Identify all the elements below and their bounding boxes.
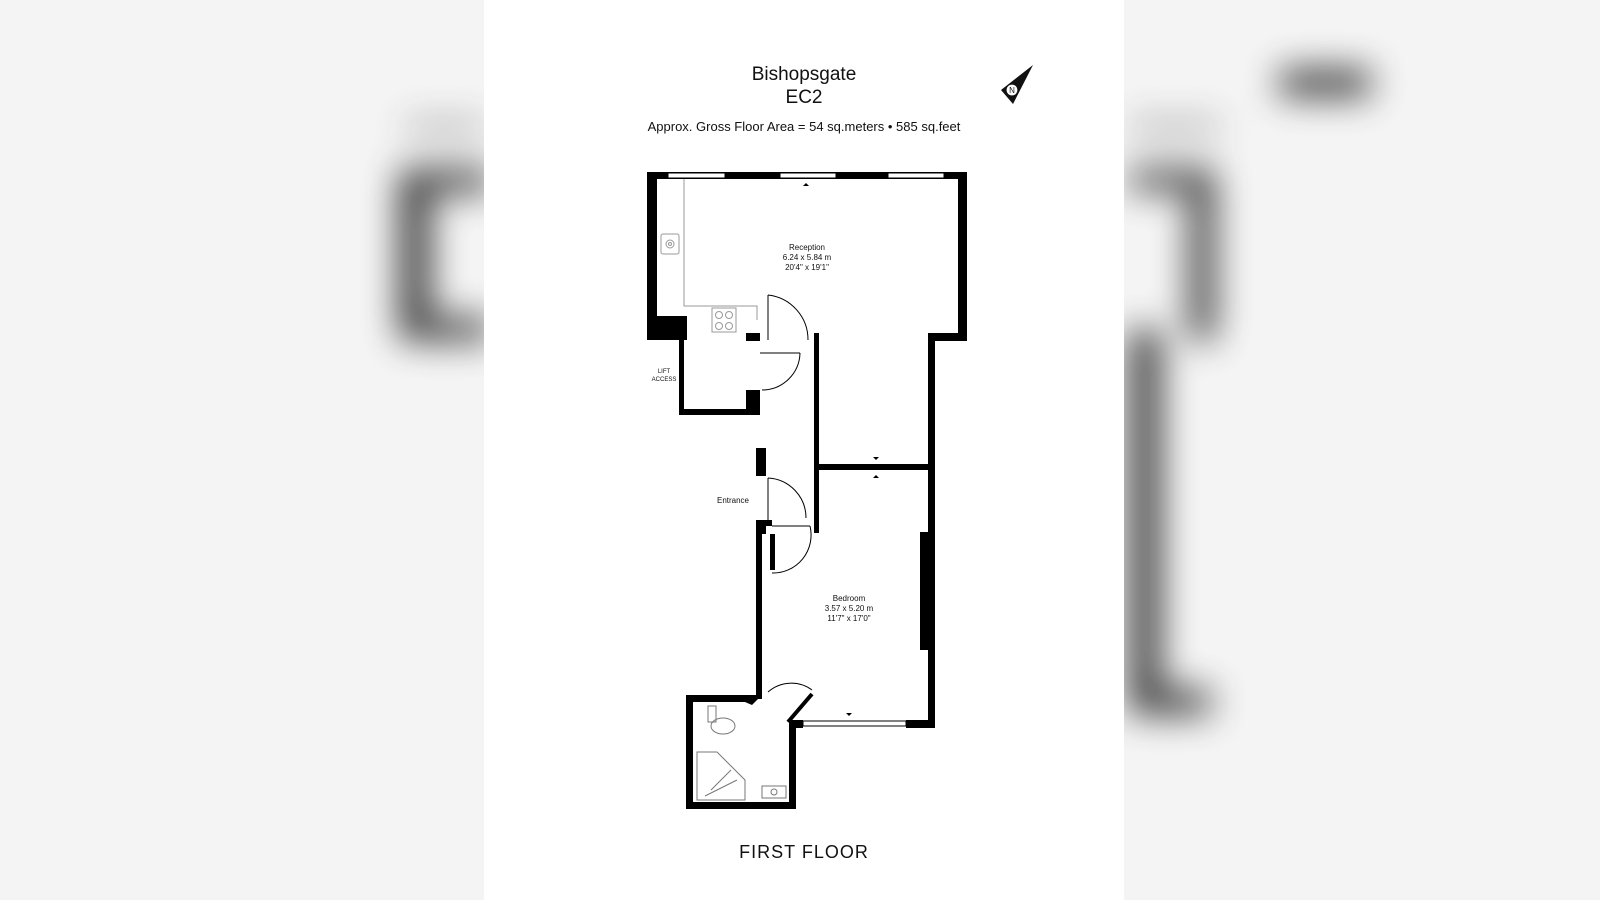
bedroom-name: Bedroom [833,594,866,603]
floorplan-sheet: Bishopsgate EC2 Approx. Gross Floor Area… [484,0,1124,900]
reception-name: Reception [789,243,825,252]
postcode: EC2 [785,87,823,108]
bedroom-metric: 3.57 x 5.20 m [825,604,874,613]
entrance-name: Entrance [717,496,750,505]
lift-label-line2: ACCESS [652,377,677,383]
building-name: Bishopsgate [751,64,857,85]
door-swings [760,294,813,693]
floor-label: FIRST FLOOR [739,842,869,862]
north-arrow-icon: N [1001,65,1033,104]
reception-imperial: 20'4" x 19'1" [785,263,829,272]
north-letter: N [1009,86,1015,95]
area-prefix: Approx. Gross Floor Area [647,119,795,134]
gross-floor-area: Approx. Gross Floor Area = 54 sq.meters … [484,119,1124,134]
area-sqft: • 585 sq.feet [887,119,961,134]
reception-metric: 6.24 x 5.84 m [783,253,832,262]
kitchen-counter [660,179,758,333]
lift-label-line1: LIFT [658,369,671,375]
bathroom-fittings [696,705,787,801]
markers [803,183,879,716]
windows [667,172,945,727]
bedroom-imperial: 11'7" x 17'0" [827,614,870,623]
area-sqm: = 54 sq.meters [797,119,885,134]
